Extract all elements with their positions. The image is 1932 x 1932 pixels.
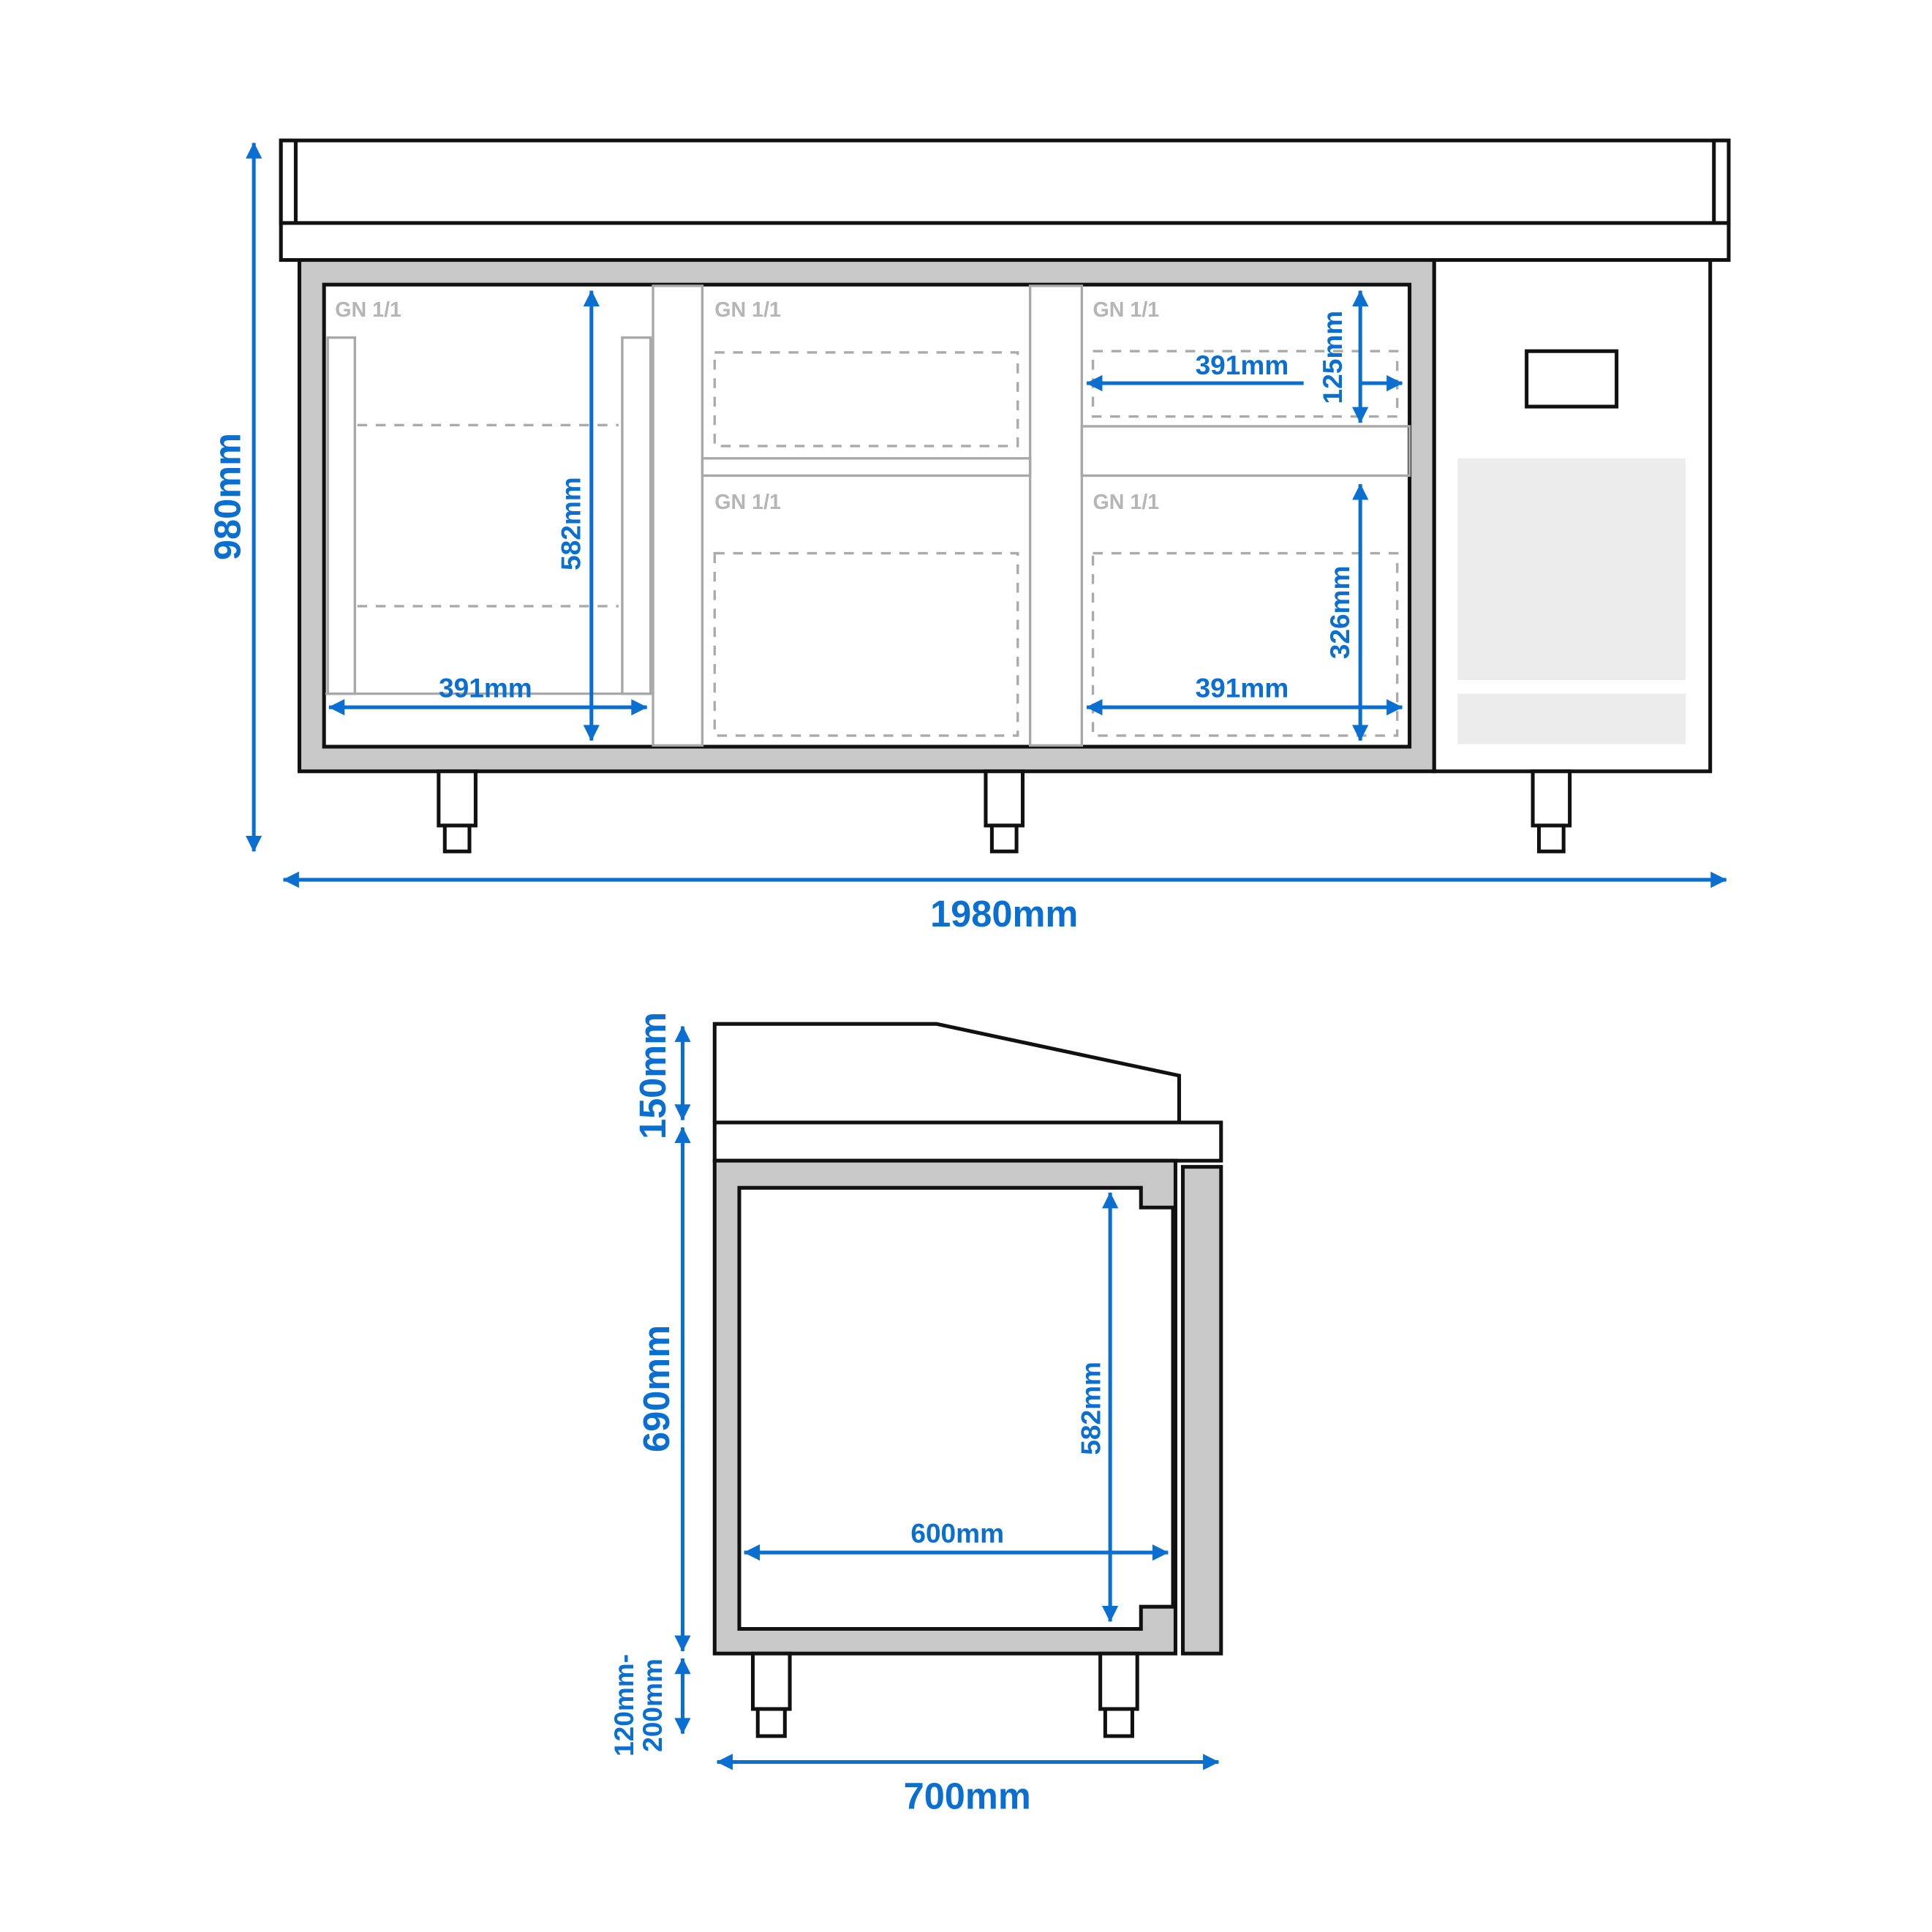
dim-total-height: 980mm bbox=[207, 433, 249, 560]
side-view: 150mm 690mm 120mm- 200mm 700mm 600mm 582… bbox=[608, 1012, 1223, 1817]
dim-upper-right-width: 391mm bbox=[1196, 350, 1289, 380]
worktop bbox=[279, 221, 1731, 263]
hood-post-left bbox=[279, 138, 298, 225]
gn-pan-outline bbox=[713, 551, 1019, 737]
divider-2 bbox=[1028, 284, 1084, 747]
shelf-right bbox=[1080, 425, 1411, 478]
dim-side-inner-height: 582mm bbox=[1076, 1362, 1106, 1455]
gn-pan-outline bbox=[1091, 551, 1399, 737]
gn-label: GN 1/1 bbox=[1093, 298, 1160, 322]
top-hood bbox=[279, 138, 1731, 225]
dim-leg-height-line2: 200mm bbox=[637, 1659, 668, 1752]
gn-pan-outline bbox=[713, 351, 1019, 448]
vent-panel bbox=[1457, 458, 1686, 681]
side-worktop bbox=[712, 1120, 1223, 1163]
gn-label: GN 1/1 bbox=[335, 298, 401, 322]
dim-lower-right-height: 326mm bbox=[1324, 566, 1355, 660]
dim-leg-height-line1: 120mm- bbox=[608, 1654, 639, 1756]
gn-label: GN 1/1 bbox=[714, 298, 781, 322]
front-view: GN 1/1 GN 1/1 GN 1/1 GN 1/1 GN 1/1 980mm… bbox=[207, 138, 1731, 935]
leg bbox=[1098, 1651, 1139, 1738]
control-display bbox=[1525, 349, 1619, 409]
side-hood bbox=[712, 1022, 1182, 1122]
dim-top-height: 150mm bbox=[632, 1012, 673, 1139]
gn-label: GN 1/1 bbox=[714, 491, 781, 514]
dim-inner-height: 582mm bbox=[556, 477, 586, 570]
hood-post-right bbox=[1712, 138, 1731, 225]
dim-total-width: 1980mm bbox=[930, 893, 1078, 935]
side-interior bbox=[737, 1185, 1175, 1631]
dim-inner-depth: 600mm bbox=[910, 1518, 1004, 1549]
dim-upper-right-height: 125mm bbox=[1317, 311, 1348, 404]
dim-left-width: 391mm bbox=[439, 673, 532, 703]
gn-label: GN 1/1 bbox=[1093, 491, 1160, 514]
shelf-middle bbox=[701, 457, 1032, 478]
leg bbox=[750, 1651, 792, 1738]
leg bbox=[984, 769, 1025, 853]
divider-1 bbox=[652, 284, 704, 747]
dim-body-height: 690mm bbox=[635, 1325, 677, 1452]
dim-lower-right-width: 391mm bbox=[1196, 673, 1289, 703]
vent-strip bbox=[1457, 693, 1686, 744]
leg bbox=[437, 769, 478, 853]
leg bbox=[1531, 769, 1572, 853]
interior bbox=[322, 282, 1412, 749]
dim-depth: 700mm bbox=[904, 1776, 1031, 1817]
side-door bbox=[1181, 1165, 1223, 1656]
